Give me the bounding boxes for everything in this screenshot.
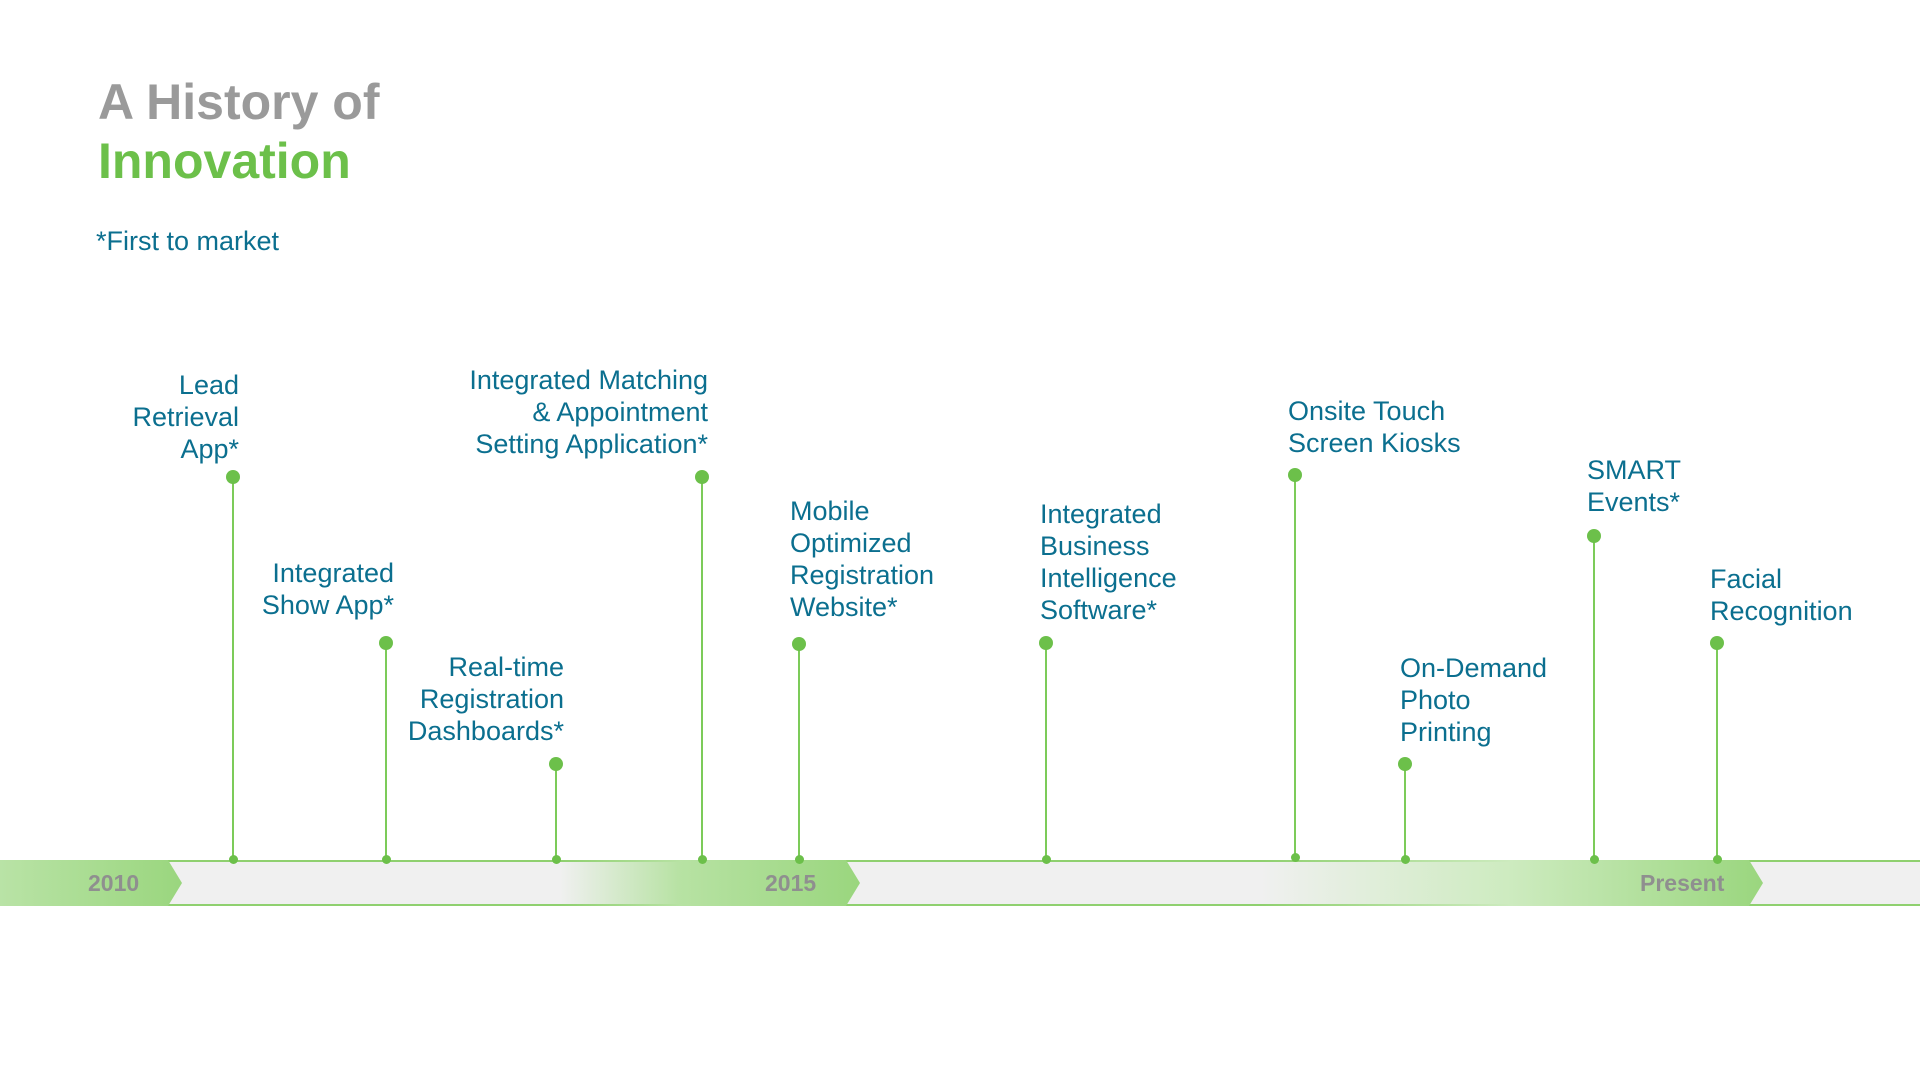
event-stem xyxy=(1404,764,1406,860)
event-label: On-Demand Photo Printing xyxy=(1400,653,1548,747)
first-to-market-note: *First to market xyxy=(96,226,280,256)
event-base-dot xyxy=(552,855,561,864)
marker-2015: 2015 xyxy=(765,870,817,896)
event-dot xyxy=(1710,636,1724,650)
event-stem xyxy=(1294,476,1296,858)
event-base-dot xyxy=(698,855,707,864)
event-base-dot xyxy=(1590,855,1599,864)
event-stem xyxy=(1716,644,1718,860)
title-line-1: A History of xyxy=(98,74,380,130)
event-label: SMART Events* xyxy=(1587,455,1682,517)
event-label: Lead Retrieval App* xyxy=(132,370,239,464)
marker-present: Present xyxy=(1640,870,1725,896)
event-dot xyxy=(1398,757,1412,771)
event-stem xyxy=(1045,644,1047,860)
event-label: Integrated Business Intelligence Softwar… xyxy=(1040,499,1177,625)
marker-2010: 2010 xyxy=(88,870,140,896)
event-label: Integrated Show App* xyxy=(261,558,394,620)
event-label: Facial Recognition xyxy=(1710,564,1853,626)
event-base-dot xyxy=(795,855,804,864)
event-label: Integrated Matching & Appointment Settin… xyxy=(469,365,708,459)
event-dot xyxy=(695,470,709,484)
event-stem xyxy=(385,644,387,860)
event-dot xyxy=(792,637,806,651)
event-dot xyxy=(379,636,393,650)
event-base-dot xyxy=(1401,855,1410,864)
event-stem xyxy=(555,764,557,860)
event-base-dot xyxy=(229,855,238,864)
event-dot xyxy=(1288,468,1302,482)
arrow-present xyxy=(1260,860,1763,906)
event-dot xyxy=(1587,529,1601,543)
arrow-2015 xyxy=(560,860,860,906)
event-stem xyxy=(1593,537,1595,860)
arrow-2010 xyxy=(0,860,182,906)
event-dot xyxy=(549,757,563,771)
event-stem xyxy=(701,478,703,860)
event-label: Onsite Touch Screen Kiosks xyxy=(1288,396,1461,458)
event-base-dot xyxy=(1042,855,1051,864)
event-stem xyxy=(232,478,234,860)
event-stem xyxy=(798,645,800,860)
event-dot xyxy=(1039,636,1053,650)
event-base-dot xyxy=(1291,853,1300,862)
event-label: Mobile Optimized Registration Website* xyxy=(790,496,935,622)
event-dot xyxy=(226,470,240,484)
event-base-dot xyxy=(382,855,391,864)
event-base-dot xyxy=(1713,855,1722,864)
title-line-2: Innovation xyxy=(98,133,351,189)
event-label: Real-time Registration Dashboards* xyxy=(407,652,564,746)
